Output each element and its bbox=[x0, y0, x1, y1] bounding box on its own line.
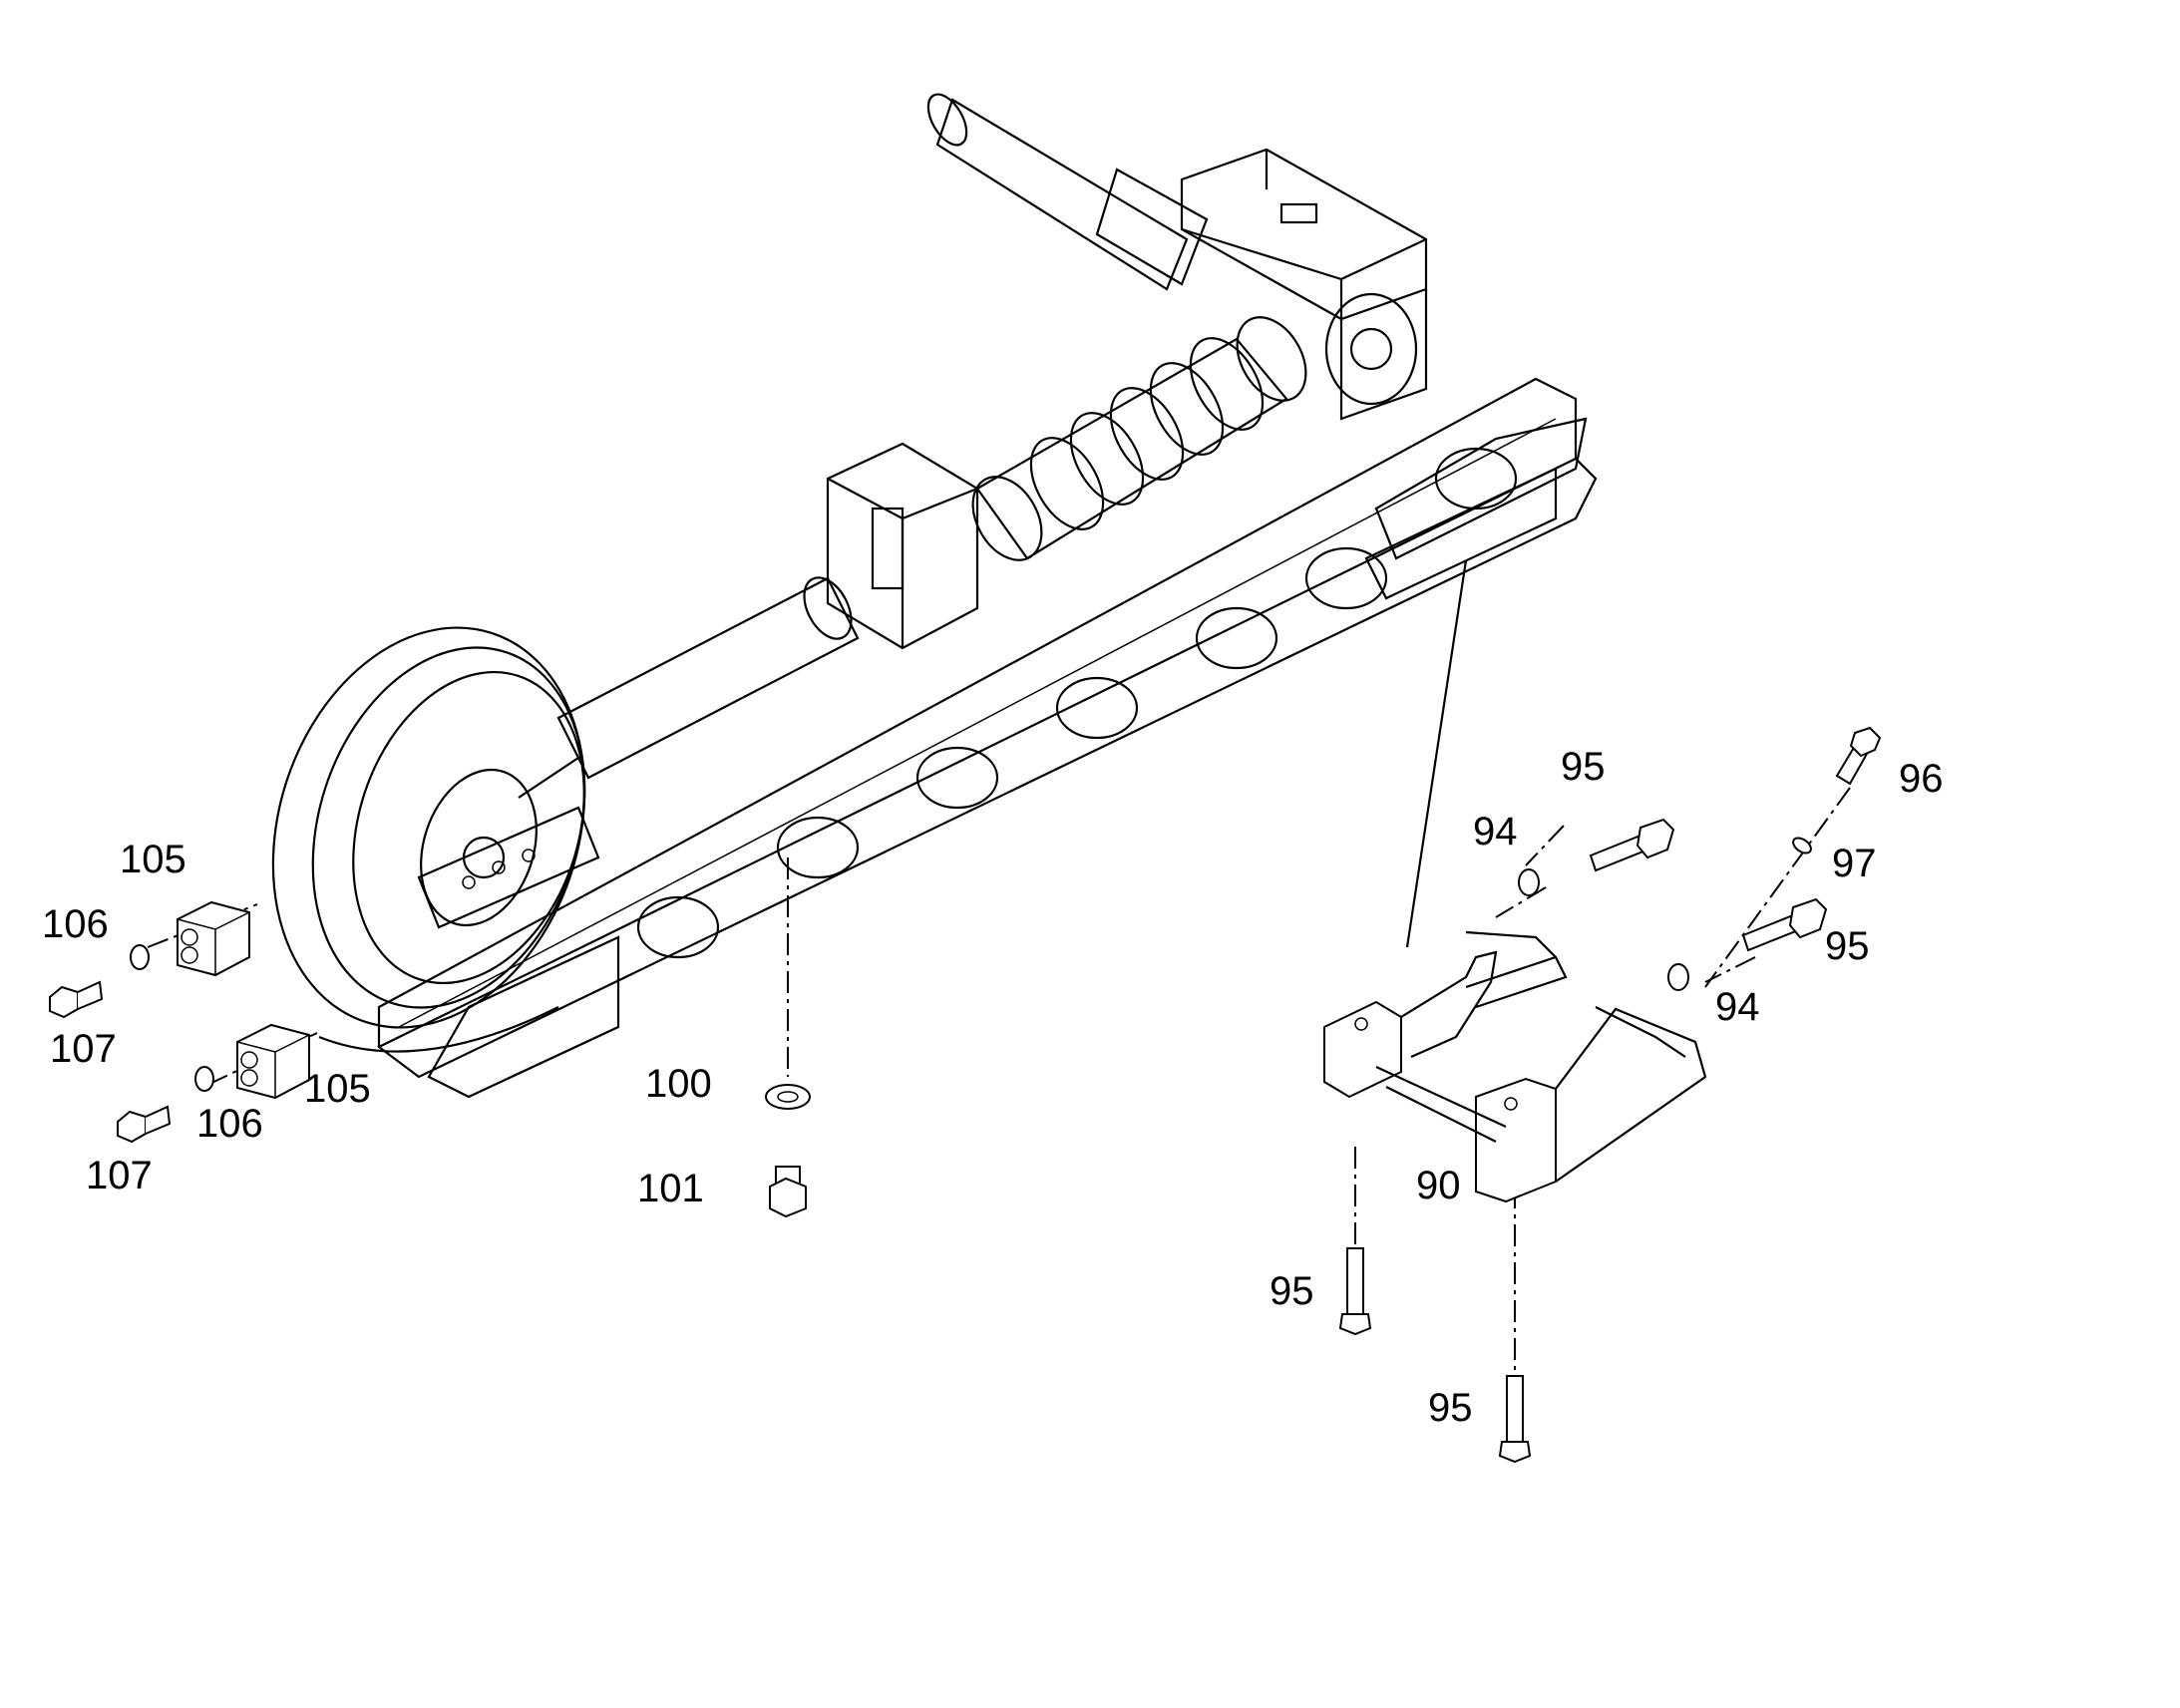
washer-94-upper bbox=[1518, 868, 1540, 896]
rear-block bbox=[1180, 148, 1428, 421]
rear-tube bbox=[926, 93, 1209, 291]
leader-lines bbox=[147, 559, 1851, 1376]
washer-106-lower bbox=[194, 1066, 214, 1092]
callout-105-upper: 105 bbox=[120, 838, 186, 881]
callout-107-upper: 107 bbox=[50, 1027, 117, 1071]
callout-100: 100 bbox=[645, 1062, 712, 1106]
callout-94-lower: 94 bbox=[1715, 985, 1760, 1029]
plug-101 bbox=[769, 1166, 807, 1218]
bolt-95-middle bbox=[1741, 897, 1828, 952]
track-rollers bbox=[636, 447, 1518, 959]
block-105-upper bbox=[177, 900, 250, 977]
callout-107-lower: 107 bbox=[86, 1154, 153, 1197]
callout-95-lower-right: 95 bbox=[1428, 1386, 1473, 1430]
block-105-lower bbox=[236, 1023, 310, 1100]
track-frame-assembly bbox=[271, 93, 1598, 1099]
bolt-96 bbox=[1835, 726, 1882, 786]
callout-97: 97 bbox=[1832, 842, 1877, 885]
callout-96: 96 bbox=[1899, 757, 1944, 801]
bolt-107-upper bbox=[49, 980, 104, 1019]
washer-106-upper bbox=[130, 944, 150, 970]
washer-94-lower bbox=[1667, 963, 1689, 991]
middle-saddle-block bbox=[826, 442, 979, 650]
callout-106-lower: 106 bbox=[196, 1102, 263, 1146]
bolt-95-upper bbox=[1589, 818, 1675, 872]
ring-97 bbox=[1792, 837, 1812, 854]
callout-95-lower-left: 95 bbox=[1270, 1269, 1314, 1313]
callout-94-upper: 94 bbox=[1473, 810, 1518, 854]
bolt-95-lower-left bbox=[1338, 1247, 1372, 1336]
front-slider-blocks bbox=[417, 806, 600, 929]
callout-105-lower: 105 bbox=[304, 1067, 371, 1111]
callout-101: 101 bbox=[637, 1167, 704, 1210]
callout-95-right: 95 bbox=[1825, 924, 1870, 968]
washer-100 bbox=[765, 1084, 811, 1110]
front-idler-wheel bbox=[271, 626, 586, 1053]
bolt-95-lower-right bbox=[1498, 1375, 1532, 1464]
callout-90: 90 bbox=[1416, 1164, 1461, 1207]
callout-95-top: 95 bbox=[1561, 745, 1606, 789]
tension-cylinder bbox=[518, 576, 860, 799]
bolt-107-lower bbox=[117, 1105, 172, 1144]
guard-bracket-90 bbox=[1323, 930, 1707, 1203]
callout-labels: 105 106 107 106 105 107 100 101 95 94 96… bbox=[42, 745, 1944, 1430]
callout-106-upper: 106 bbox=[42, 902, 109, 946]
recoil-spring bbox=[971, 316, 1307, 561]
washer-100-inner bbox=[777, 1091, 799, 1103]
